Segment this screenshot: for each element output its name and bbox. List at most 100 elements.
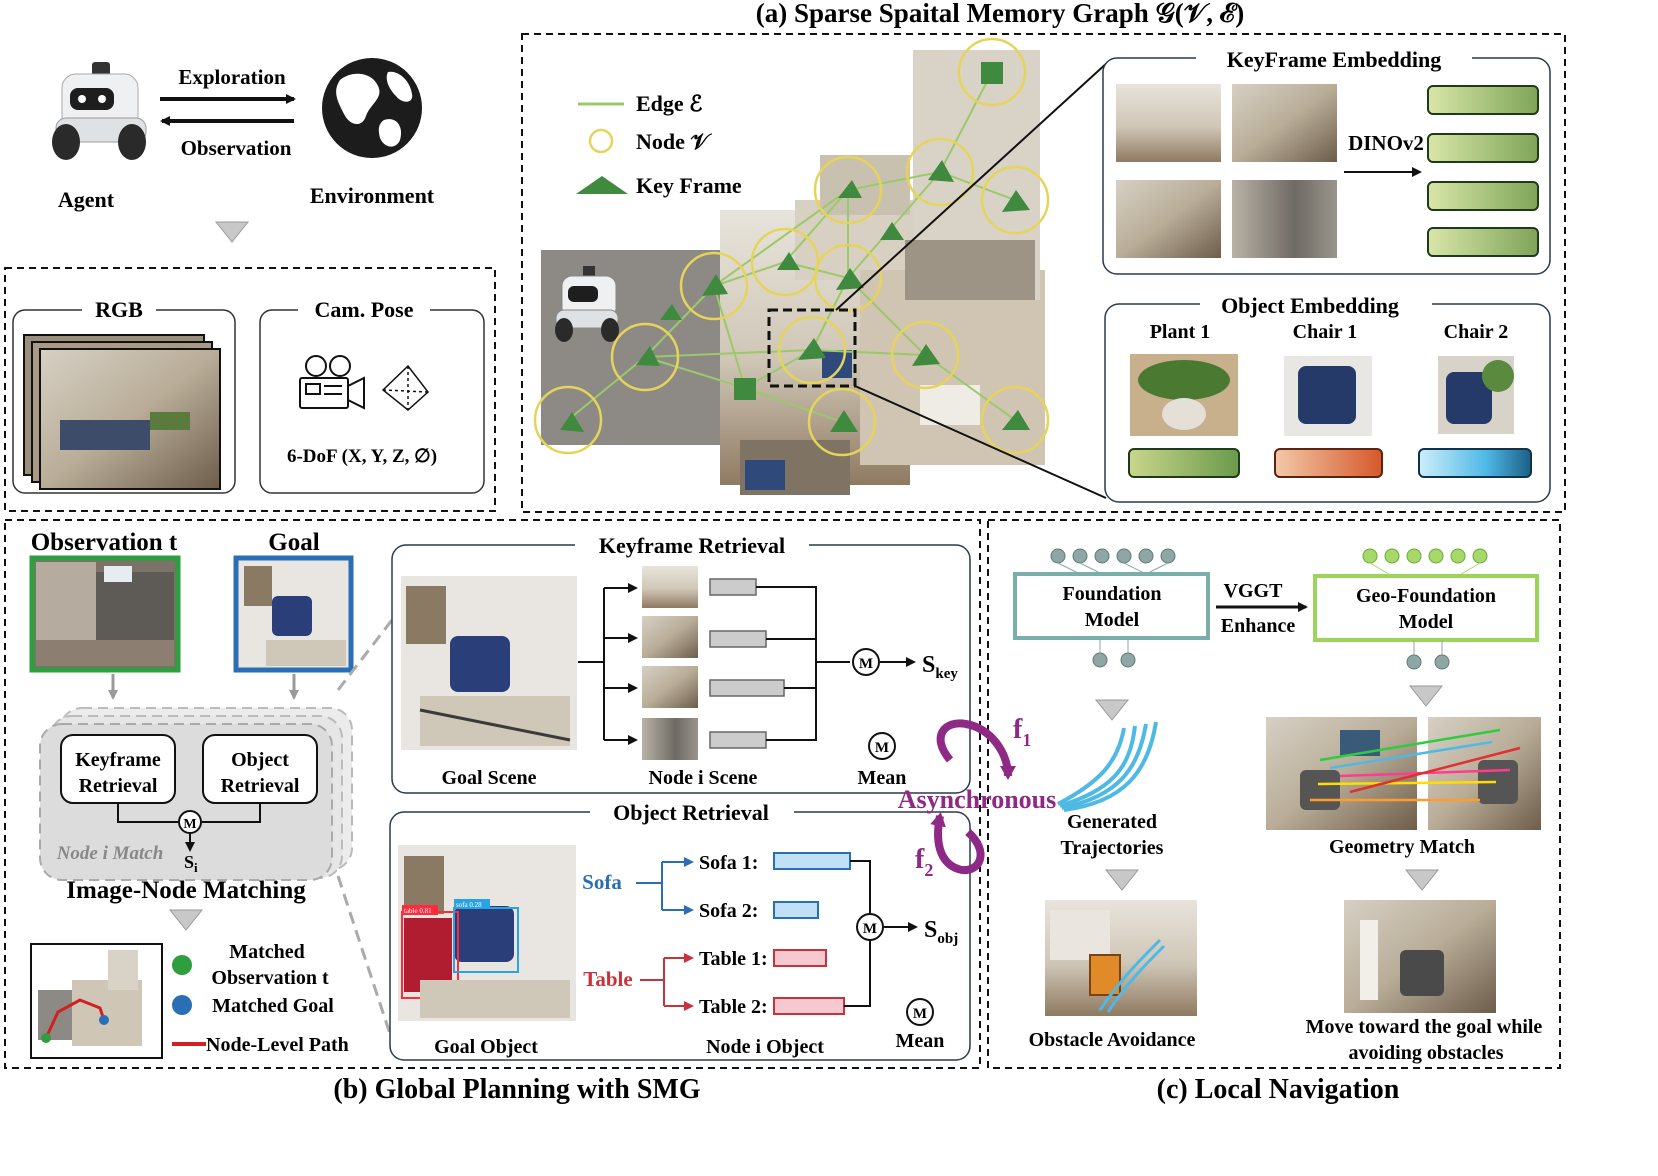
panel-c-caption: (c) Local Navigation <box>1157 1074 1400 1105</box>
environment-label: Environment <box>310 183 435 208</box>
sofa-item-2-label: Sofa 2: <box>699 900 758 922</box>
table-category-label: Table <box>583 967 632 991</box>
sofa-1-score-bar <box>773 852 851 870</box>
sofa-category-label: Sofa <box>582 870 622 894</box>
rgb-frame-image <box>39 348 221 490</box>
graph-keyframes <box>560 62 1030 432</box>
keyframe-legend-label: Key Frame <box>636 173 742 198</box>
object-embedding-title: Object Embedding <box>1221 293 1399 318</box>
move-toward-line-2: avoiding obstacles <box>1348 1042 1503 1064</box>
node-scene-image-2 <box>642 616 698 658</box>
trajectories-label: Trajectories <box>1061 837 1164 859</box>
down-triangle-icon-b <box>168 909 204 931</box>
score-merge-lines <box>756 586 850 741</box>
goal-object-label: Goal Object <box>434 1036 538 1058</box>
goal-object-image: table 0.81 sofa 0.28 <box>398 845 576 1021</box>
path-minimap <box>30 943 163 1059</box>
legend-matched-label: Matched <box>229 941 305 963</box>
node-match-stack: Keyframe Retrieval Object Retrieval M No… <box>39 707 353 881</box>
observation-title: Observation t <box>31 529 178 556</box>
keyframe-retrieval-line-2: Retrieval <box>79 775 158 797</box>
table-branch-lines <box>640 958 665 1006</box>
keyframe-embedding-bar-1 <box>1427 85 1539 115</box>
asynchronous-loop: Asynchronous f1 f2 <box>898 714 1056 880</box>
scene-score-bar-3 <box>709 679 785 697</box>
table-1-score-bar <box>773 949 827 967</box>
geometry-match-image <box>1266 717 1541 830</box>
sofa-2-score-bar <box>773 901 819 919</box>
panel-a-box <box>521 33 1566 513</box>
agent-label: Agent <box>58 187 115 212</box>
object-retrieval-title: Object Retrieval <box>613 800 769 825</box>
legend-matched-goal-label: Matched Goal <box>212 995 334 1017</box>
keyframe-embedding-bar-3 <box>1427 181 1539 211</box>
node-match-label: Node i Match <box>56 843 164 864</box>
object-retrieval-panel: Object Retrieval table 0.81 sofa 0.28 Go… <box>389 800 971 1061</box>
chair-1-image <box>1284 356 1372 436</box>
rgb-title: RGB <box>95 297 143 322</box>
object-merge-lines <box>844 860 871 1007</box>
mean-legend-icon <box>868 732 896 760</box>
generated-trajectories-icon <box>1057 721 1158 812</box>
object-retrieval-line-2: Retrieval <box>221 775 300 797</box>
geo-foundation-model-block: Geo-Foundation Model <box>1313 548 1539 670</box>
agent-environment-loop: Exploration Observation Agent Environmen… <box>52 58 435 243</box>
matched-observation-dot <box>172 955 192 975</box>
observation-image <box>29 555 181 673</box>
keyframe-image-4 <box>1232 180 1337 258</box>
geo-foundation-line-1: Geo-Foundation <box>1356 585 1496 607</box>
scene-score-bar-1 <box>709 578 757 596</box>
scene-score-bar-2 <box>709 630 767 648</box>
chair-2-embedding-bar <box>1418 448 1532 478</box>
panel-b-caption: (b) Global Planning with SMG <box>333 1074 700 1105</box>
keyframe-embedding-bar-2 <box>1427 133 1539 163</box>
object-mean-legend-symbol: M <box>913 1006 927 1022</box>
goal-scene-label: Goal Scene <box>442 767 537 789</box>
zoom-connector-top <box>336 619 394 691</box>
dof-label: 6-DoF (X, Y, Z, ∅) <box>287 446 437 467</box>
keyframe-embedding-panel: KeyFrame Embedding DINOv2 <box>1102 47 1551 275</box>
down-triangle-icon-c3 <box>1104 869 1140 891</box>
camera-icon <box>299 355 365 410</box>
globe-environment-icon <box>322 58 422 158</box>
chair-2-image <box>1438 356 1514 434</box>
move-toward-goal-image <box>1344 900 1496 1013</box>
keyframe-branch-lines <box>578 588 605 740</box>
legend-path-label: Node-Level Path <box>206 1034 349 1056</box>
generated-label: Generated <box>1067 811 1157 833</box>
goal-image <box>233 555 354 673</box>
foundation-model-line-1: Foundation <box>1063 583 1162 605</box>
zoom-leader-bottom <box>854 385 1107 499</box>
object-mean-legend-icon <box>906 998 934 1026</box>
object-mean-legend-label: Mean <box>896 1030 945 1052</box>
object-label-plant-1: Plant 1 <box>1150 321 1211 343</box>
cam-pose-panel: Cam. Pose 6-DoF (X, Y, Z, ∅) <box>259 297 485 494</box>
keyframe-legend-icon <box>576 176 628 194</box>
keyframe-retrieval-panel: Keyframe Retrieval Goal Scene <box>391 533 971 794</box>
keyframe-retrieval-title: Keyframe Retrieval <box>599 533 785 558</box>
down-triangle-icon <box>214 221 250 243</box>
table-2-score-bar <box>773 997 845 1015</box>
object-label-chair-1: Chair 1 <box>1293 321 1358 343</box>
foundation-model-block: Foundation Model <box>1013 548 1210 668</box>
node-legend-label: Node 𝒱 <box>636 129 712 154</box>
panel-a-title: (a) Sparse Spaital Memory Graph 𝒢(𝒱, ℰ) <box>756 0 1244 28</box>
object-mean-symbol: M <box>863 921 877 937</box>
node-scene-image-3 <box>642 666 698 708</box>
edge-legend-label: Edge ℰ <box>636 91 703 116</box>
object-mean-icon <box>856 913 884 941</box>
goal-title: Goal <box>268 529 319 556</box>
chair-1-embedding-bar <box>1274 448 1383 478</box>
graph-legend: Edge ℰ Node 𝒱 Key Frame <box>576 91 742 198</box>
zoom-region-box <box>767 308 857 388</box>
robot-agent-icon <box>52 62 147 160</box>
object-retrieval-line-1: Object <box>231 749 289 771</box>
panel-c-box <box>987 519 1561 1069</box>
sofa-branch-lines <box>636 862 663 910</box>
node-object-label: Node i Object <box>706 1036 824 1058</box>
keyframe-embedding-bar-4 <box>1427 227 1539 257</box>
keyframe-image-3 <box>1116 180 1221 258</box>
scene-score-bar-4 <box>709 731 767 749</box>
keyframe-mean-symbol: M <box>859 656 873 672</box>
